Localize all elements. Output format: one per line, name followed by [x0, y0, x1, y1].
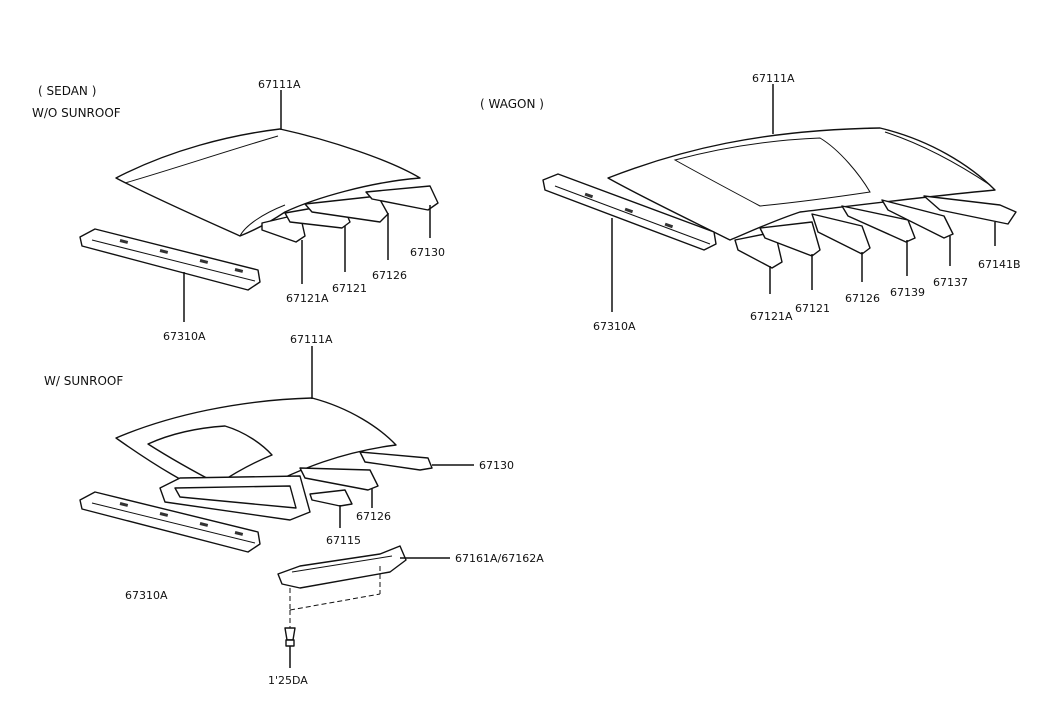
sunroof-drain-hose-bracket: [277, 545, 407, 589]
wagon-roof-panel: [607, 127, 996, 241]
wagon-b2-label: 67121: [795, 302, 830, 315]
wagon-roof-bows: [734, 195, 1017, 269]
wagon-b1-label: 67121A: [750, 310, 793, 323]
sunroof-frame-label: 67115: [326, 534, 361, 547]
sunroof-header: W/ SUNROOF: [44, 374, 123, 388]
sedan-header: ( SEDAN ): [38, 84, 96, 98]
wagon-header: ( WAGON ): [480, 97, 544, 111]
wagon-rail-label: 67310A: [593, 320, 636, 333]
sunroof-roof-bows: [299, 451, 433, 507]
sedan-b2-label: 67121: [332, 282, 367, 295]
sedan-b4-label: 67130: [410, 246, 445, 259]
sunroof-rear-rail: [79, 491, 261, 553]
sunroof-roof-label: 67111A: [290, 333, 333, 346]
sedan-roof-bows: [261, 185, 439, 243]
sedan-roof-label: 67111A: [258, 78, 301, 91]
wagon-b3-label: 67126: [845, 292, 880, 305]
sunroof-rail-label: 67310A: [125, 589, 168, 602]
sunroof-clip-label: 1'25DA: [268, 674, 308, 687]
sedan-rear-rail: [79, 228, 261, 291]
sedan-b1-label: 67121A: [286, 292, 329, 305]
sunroof-dash-3: [289, 593, 381, 611]
sedan-b3-label: 67126: [372, 269, 407, 282]
sunroof-drain-label: 67161A/67162A: [455, 552, 544, 565]
sunroof-b4-label: 67130: [479, 459, 514, 472]
sunroof-frame: [159, 475, 311, 521]
clip-icon: [284, 627, 296, 647]
sedan-subheader: W/O SUNROOF: [32, 106, 121, 120]
wagon-rear-rail: [542, 173, 717, 251]
sedan-roof-panel: [115, 128, 421, 237]
wagon-b5-label: 67137: [933, 276, 968, 289]
wagon-b6-label: 67141B: [978, 258, 1021, 271]
wagon-b4-label: 67139: [890, 286, 925, 299]
sedan-rail-label: 67310A: [163, 330, 206, 343]
wagon-roof-label: 67111A: [752, 72, 795, 85]
sunroof-b3-label: 67126: [356, 510, 391, 523]
